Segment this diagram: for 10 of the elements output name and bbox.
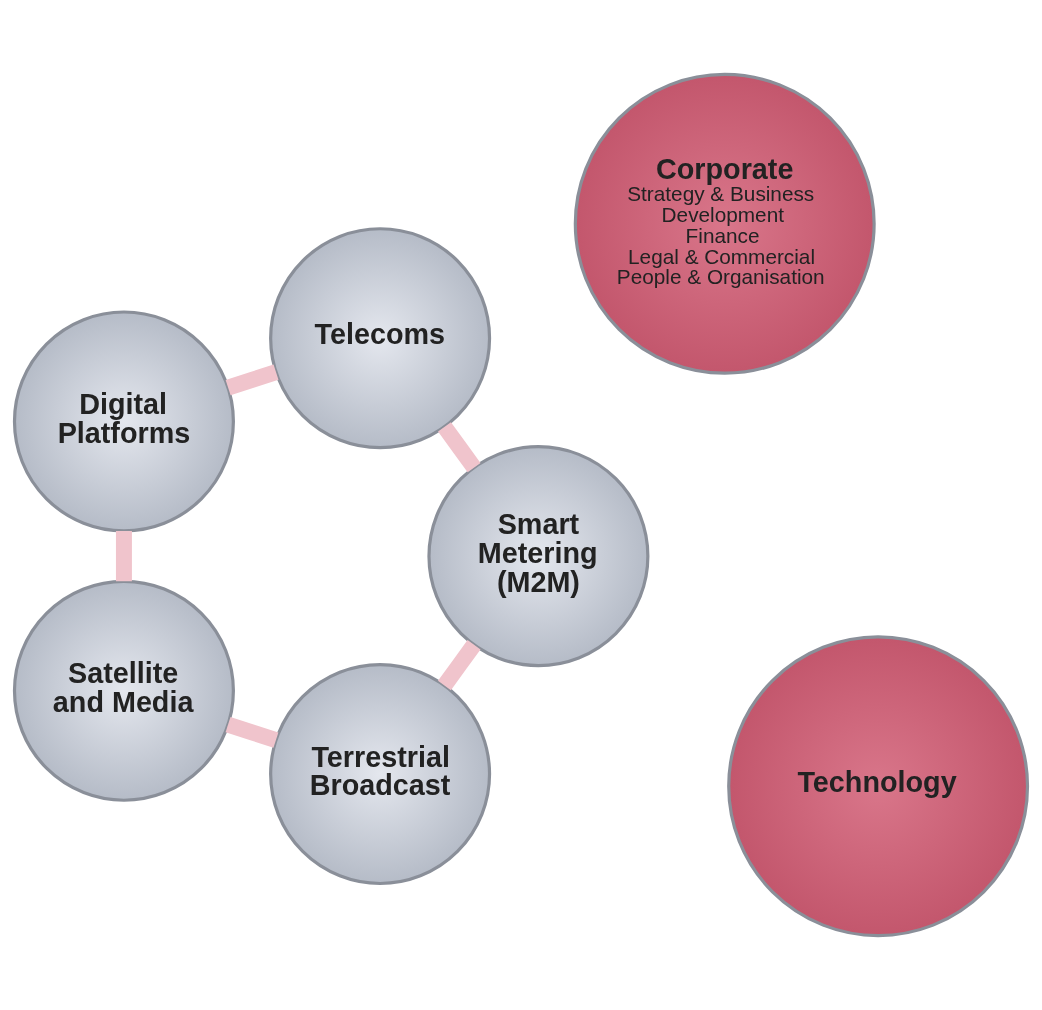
connector [115,530,132,582]
node-circle: Smart Metering (M2M) [427,445,650,668]
node-circle: Telecoms [269,227,492,450]
node-circle: Satellite and Media [12,579,235,802]
node-circle: Corporate Strategy & Business Development Finance Legal & Commercial People & Organisation [573,72,876,375]
connector [438,422,481,473]
node-circle: Technology [727,635,1030,938]
node-circle: Terrestrial Broadcast [269,663,492,886]
node-circle: Digital Platforms [12,310,235,533]
connector [225,717,279,748]
